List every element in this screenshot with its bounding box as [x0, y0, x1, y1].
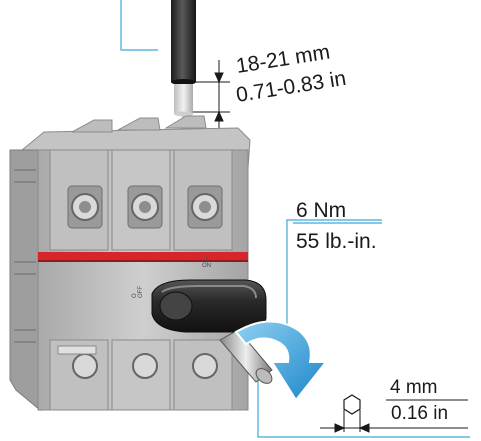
disconnect-switch [9, 115, 267, 412]
cable-core-tip [174, 111, 193, 117]
terminal-screw [187, 185, 223, 229]
cable-stripped-core [174, 84, 193, 114]
switch-left-side [9, 149, 41, 412]
bottom-terminal-block [49, 339, 233, 411]
switch-on-marking: I ON [202, 257, 211, 269]
tool-leader-line [257, 355, 470, 438]
torque-rotation-arrow [234, 320, 329, 402]
cable-insulation [171, 0, 196, 82]
torque-lb-in-label: 55 lb.-in. [296, 230, 377, 253]
cable-leader-line [120, 0, 158, 51]
terminal-screw [127, 185, 163, 229]
switch-off-marking: O OFF [132, 286, 144, 298]
hex-key-icon [343, 394, 361, 415]
torque-nm-label: 6 Nm [296, 199, 347, 222]
leader-lines [120, 0, 470, 438]
tool-size-mm-label: 4 mm [390, 377, 438, 398]
switch-red-band [38, 252, 248, 260]
terminal-screw [67, 185, 103, 229]
screwdriver [219, 329, 273, 384]
torque-leader-line [286, 219, 382, 345]
cable [171, 0, 196, 117]
cable-insulation-end [171, 79, 196, 85]
tool-size-dimension [320, 394, 468, 433]
rotary-handle [151, 279, 267, 333]
strip-length-dimension [193, 60, 230, 134]
tool-size-in-label: 0.16 in [391, 403, 449, 424]
top-terminal-screws [67, 185, 223, 229]
